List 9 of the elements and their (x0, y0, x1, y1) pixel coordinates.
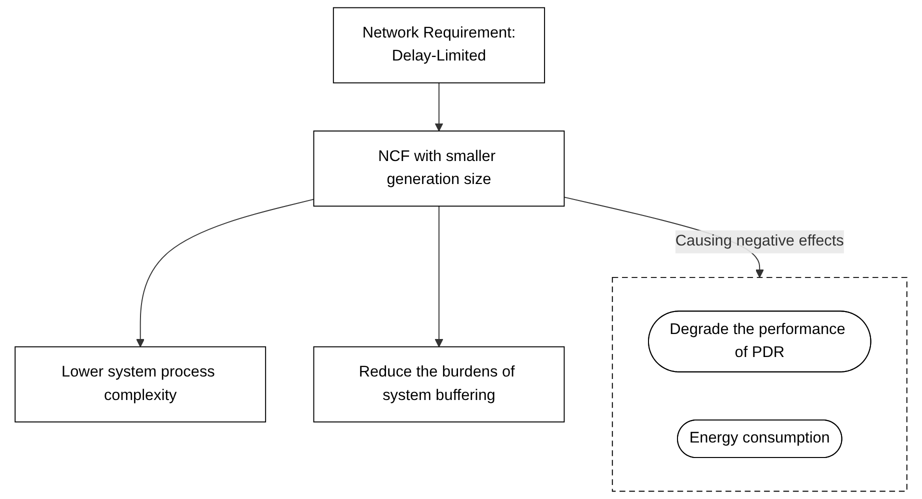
node-box: Reduce the burdens of system buffering (313, 346, 565, 422)
node-box: Lower system process complexity (14, 346, 266, 422)
cluster (612, 276, 908, 492)
node-box: NCF with smaller generation size (313, 130, 565, 207)
arrow (434, 82, 444, 132)
edge-label: Causing negative effects (675, 233, 844, 250)
node-box: Network Requirement: Delay-Limited (332, 7, 546, 84)
arrow (136, 198, 314, 348)
arrow (434, 206, 444, 348)
